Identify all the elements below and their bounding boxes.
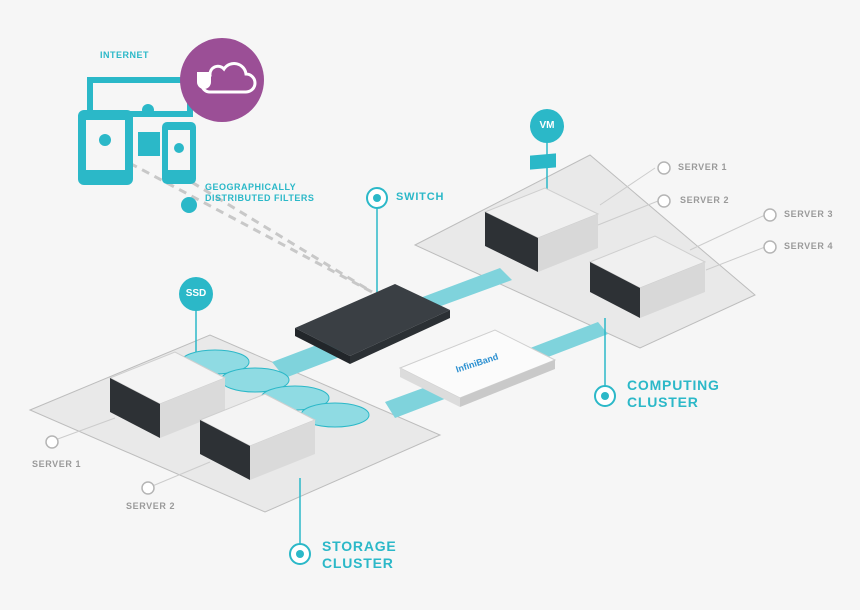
vm-badge [530,109,564,143]
geo-filters-label-2: DISTRIBUTED FILTERS [205,193,315,203]
pin-c2 [657,194,671,208]
vm-label: VM [539,120,555,131]
switch-label: SWITCH [396,191,445,203]
storage-server-2-side [250,420,315,480]
storage-cluster-label-2: CLUSTER [322,555,394,571]
pin-s2 [141,481,155,495]
server-rack-side-1 [538,214,598,272]
connector-block [138,132,160,156]
internet-label: INTERNET [100,50,149,60]
internet-bracket [87,77,193,117]
filters-dashed-link-2 [179,173,373,294]
leader-s2 [149,461,211,488]
infiniband-side-right [460,360,555,407]
geo-filters-label-1: GEOGRAPHICALLY [205,182,297,192]
server-rack-front-1 [485,212,538,272]
pin-c1 [657,161,671,175]
ssd-label: SSD [185,288,207,299]
ssd-badge [179,277,213,311]
pin-c4 [763,240,777,254]
leader-c1 [599,167,656,206]
computing-server-1-label: SERVER 1 [678,162,728,172]
vm-instance [530,153,556,170]
server-rack-front-2 [590,262,640,318]
switch-side-left [295,328,350,364]
tablet-node [99,134,111,146]
infiniband-side-left [400,368,460,407]
storage-server-2-label: SERVER 2 [126,501,176,511]
storage-server-1-front [110,378,160,438]
computing-cluster-label-1: COMPUTING [627,377,720,393]
link-infiniband-computing [525,322,608,362]
computing-pin-dot [601,392,609,400]
leader-s1 [54,417,116,441]
switch-device [295,284,450,356]
phone-node [174,143,184,153]
storage-pin-dot [296,550,304,558]
leader-c4 [705,246,766,271]
leader-c2 [597,200,659,226]
filters-dashed-link [104,148,373,294]
cloud-firewall-icon [180,38,264,122]
computing-cluster-label-2: CLUSTER [627,394,699,410]
server-rack-side-2 [640,262,705,318]
hub-node [142,104,154,116]
storage-server-1-side [160,378,225,438]
switch-side-right [350,310,450,364]
pin-c3 [763,208,777,222]
computing-server-4-label: SERVER 4 [784,241,834,251]
pin-s1 [45,435,59,449]
computing-server-3-label: SERVER 3 [784,209,834,219]
link-switch-computing [420,268,512,310]
leader-c3 [689,214,766,251]
computing-server-2-label: SERVER 2 [680,195,730,205]
geo-filter-node [181,197,197,213]
switch-pin-dot [373,194,381,202]
storage-server-1-label: SERVER 1 [32,459,82,469]
storage-cluster-label-1: STORAGE [322,538,397,554]
firewall-shield [197,72,211,89]
storage-server-2-front [200,420,250,480]
